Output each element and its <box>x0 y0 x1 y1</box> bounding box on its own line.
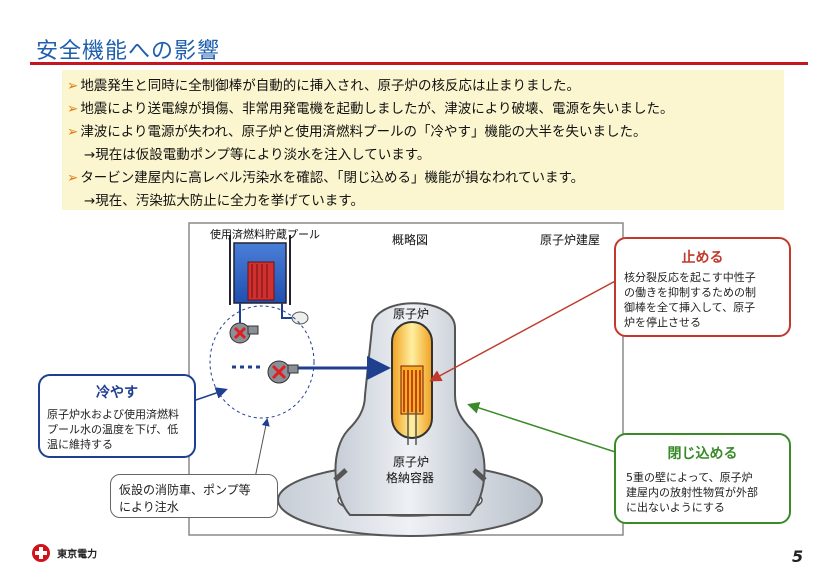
callout-stop-line: の働きを抑制するための制 <box>624 286 756 299</box>
bullet-text: →現在、汚染拡大防止に全力を挙げています。 <box>84 193 364 209</box>
bullet-subitem: →現在は仮設電動ポンプ等により淡水を注入しています。 <box>84 143 430 163</box>
bullet-marker: ➢ <box>67 101 79 117</box>
tepco-logo-icon <box>32 544 50 562</box>
callout-cool-title: 冷やす <box>96 385 138 401</box>
callout-stop-line: 核分裂反応を起こす中性子 <box>624 271 756 284</box>
page-title: 安全機能への影響 <box>36 39 221 64</box>
stop-arrow <box>429 271 633 382</box>
bullet-marker: ➢ <box>67 124 79 140</box>
reactor-cooling-pump <box>267 360 299 384</box>
callout-cool: 冷やす 原子炉水および使用済燃料 プール水の温度を下げ、低 温に維持する <box>38 374 196 458</box>
bullet-item: ➢地震により送電線が損傷、非常用発電機を起動しましたが、津波により破壊、電源を失… <box>67 97 674 117</box>
title-divider <box>30 62 808 65</box>
bullet-list: ➢地震発生と同時に全制御棒が自動的に挿入され、原子炉の核反応は止まりました。 ➢… <box>62 70 784 210</box>
bullet-text: 津波により電源が失われ、原子炉と使用済燃料プールの「冷やす」機能の大半を失いまし… <box>80 124 647 140</box>
pool-cooling-pump <box>229 322 259 344</box>
company-name: 東京電力 <box>57 549 98 561</box>
bullet-text: タービン建屋内に高レベル汚染水を確認、「閉じ込める」機能が損なわれています。 <box>80 170 585 186</box>
bullet-item: ➢津波により電源が失われ、原子炉と使用済燃料プールの「冷やす」機能の大半を失いま… <box>67 120 647 140</box>
cooling-zone-ellipse <box>209 305 315 419</box>
callout-contain-line: 建屋内の放射性物質が外部 <box>626 486 758 499</box>
bullet-marker: ➢ <box>67 78 79 94</box>
bullet-item: ➢タービン建屋内に高レベル汚染水を確認、「閉じ込める」機能が損なわれています。 <box>67 166 584 186</box>
building-label: 原子炉建屋 <box>540 233 600 247</box>
callout-contain: 閉じ込める 5重の壁によって、原子炉 建屋内の放射性物質が外部 に出ないようにす… <box>614 433 791 524</box>
fire-truck-arrow <box>254 418 270 479</box>
callout-stop-line: 炉を停止させる <box>624 316 701 329</box>
containment-label-2: 格納容器 <box>386 470 434 485</box>
containment-label-1: 原子炉 <box>393 455 429 469</box>
callout-contain-line: に出ないようにする <box>626 501 725 514</box>
callout-fire-truck-line: 仮設の消防車、ポンプ等 <box>119 483 251 497</box>
callout-stop-line: 御棒を全て挿入して、原子 <box>624 301 756 314</box>
contain-arrow <box>467 402 641 461</box>
callout-stop: 止める 核分裂反応を起こす中性子 の働きを抑制するための制 御棒を全て挿入して、… <box>614 237 791 337</box>
callout-stop-title: 止める <box>681 250 724 266</box>
company-logo: 東京電力 <box>30 542 97 564</box>
page-number: 5 <box>792 547 804 566</box>
bullet-marker: ➢ <box>67 170 79 186</box>
bullet-text: 地震により送電線が損傷、非常用発電機を起動しましたが、津波により破壊、電源を失い… <box>80 101 674 117</box>
bullet-text: →現在は仮設電動ポンプ等により淡水を注入しています。 <box>84 147 431 163</box>
callout-contain-title: 閉じ込める <box>667 446 738 462</box>
callout-cool-line: プール水の温度を下げ、低 <box>47 423 179 436</box>
bullet-subitem: →現在、汚染拡大防止に全力を挙げています。 <box>84 189 364 209</box>
callout-cool-line: 原子炉水および使用済燃料 <box>47 408 179 421</box>
pool-label: 使用済燃料貯蔵プール <box>210 227 320 241</box>
callout-contain-line: 5重の壁によって、原子炉 <box>626 471 753 484</box>
overview-label: 概略図 <box>392 232 428 247</box>
bullet-item: ➢地震発生と同時に全制御棒が自動的に挿入され、原子炉の核反応は止まりました。 <box>67 74 580 94</box>
heat-exchanger <box>291 311 309 325</box>
callout-fire-truck-line: により注水 <box>119 500 179 514</box>
callout-cool-line: 温に維持する <box>47 438 113 451</box>
bullet-text: 地震発生と同時に全制御棒が自動的に挿入され、原子炉の核反応は止まりました。 <box>80 78 580 94</box>
reactor-label: 原子炉 <box>393 307 429 321</box>
callout-fire-truck: 仮設の消防車、ポンプ等 により注水 <box>110 474 278 518</box>
